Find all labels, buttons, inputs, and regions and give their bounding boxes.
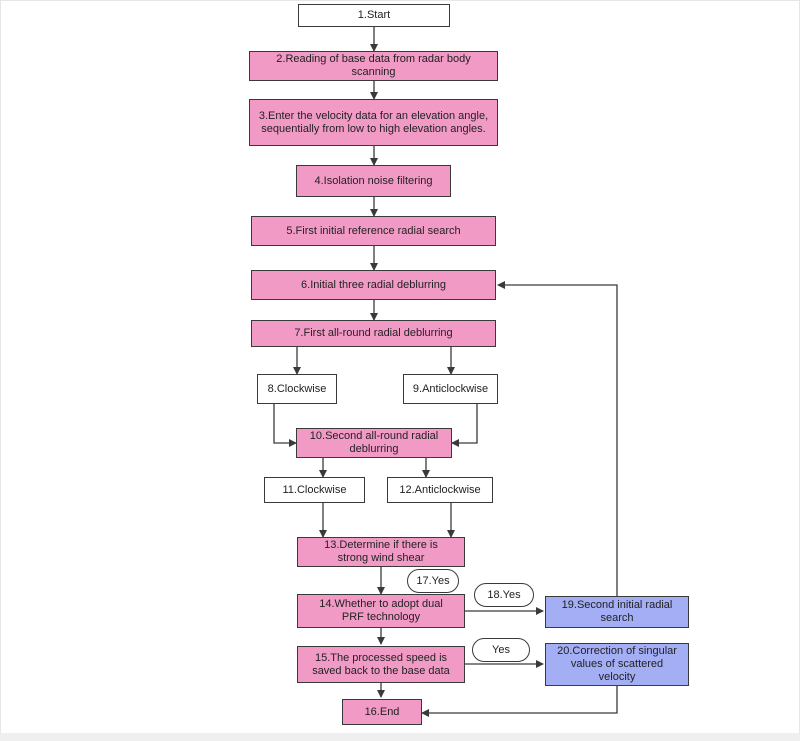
label-17-yes: 17.Yes	[407, 569, 459, 593]
node-16-end: 16.End	[342, 699, 422, 725]
node-1-start: 1.Start	[298, 4, 450, 27]
node-15-save-processed-speed: 15.The processed speed is saved back to …	[297, 646, 465, 683]
node-11-clockwise: 11.Clockwise	[264, 477, 365, 503]
edge-20-16	[421, 686, 618, 717]
node-12-anticlockwise: 12.Anticlockwise	[387, 477, 493, 503]
node-5-first-reference-radial-search: 5.First initial reference radial search	[251, 216, 496, 246]
node-9-anticlockwise: 9.Anticlockwise	[403, 374, 498, 404]
node-8-clockwise: 8.Clockwise	[257, 374, 337, 404]
edge-19-6	[497, 281, 618, 596]
edge-8-10	[273, 404, 297, 447]
node-6-initial-three-radial-deblurring: 6.Initial three radial deblurring	[251, 270, 496, 300]
node-4-isolation-noise-filtering: 4.Isolation noise filtering	[296, 165, 451, 197]
node-14-dual-prf-check: 14.Whether to adopt dual PRF technology	[297, 594, 465, 628]
label-yes: Yes	[472, 638, 530, 662]
label-18-yes: 18.Yes	[474, 583, 534, 607]
edge-9-10	[451, 404, 478, 447]
bottom-strip	[0, 733, 800, 741]
node-19-second-initial-radial-search: 19.Second initial radial search	[545, 596, 689, 628]
node-3-enter-velocity-data: 3.Enter the velocity data for an elevati…	[249, 99, 498, 146]
node-20-correction-singular-values: 20.Correction of singular values of scat…	[545, 643, 689, 686]
node-13-wind-shear-check: 13.Determine if there is strong wind she…	[297, 537, 465, 567]
node-10-second-all-round-deblurring: 10.Second all-round radial deblurring	[296, 428, 452, 458]
node-7-first-all-round-deblurring: 7.First all-round radial deblurring	[251, 320, 496, 347]
node-2-read-base-data: 2.Reading of base data from radar body s…	[249, 51, 498, 81]
